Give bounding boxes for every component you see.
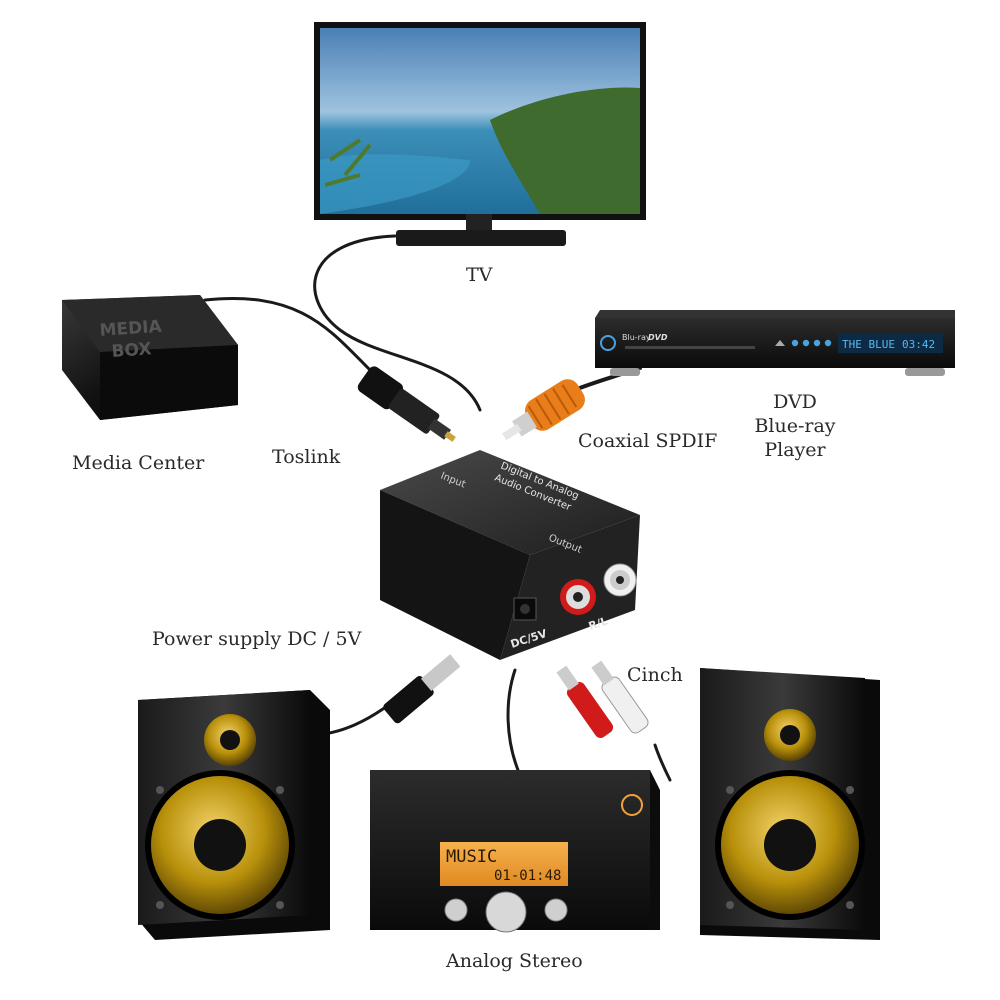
converter: Digital to Analog Audio Converter Input … — [380, 450, 640, 660]
dvd-button-2 — [802, 339, 810, 347]
stereo-display-bottom: 01-01:48 — [494, 868, 561, 884]
dvd-logo-bluray: Blu-ray — [622, 333, 651, 342]
label-dvd-line3: Player — [764, 438, 826, 461]
dvd-button-4 — [824, 339, 832, 347]
dvd-player: Blu-ray DVD THE BLUE 03:42 — [595, 310, 955, 376]
media-box-print-line2: BOX — [111, 339, 152, 362]
speaker-left — [138, 690, 330, 940]
tv-stand-base — [396, 230, 566, 246]
cinch-cable — [653, 743, 672, 782]
dvd-power-button-icon — [600, 335, 616, 351]
label-toslink: Toslink — [272, 446, 341, 468]
analog-stereo-unit: MUSIC 01-01:48 — [370, 770, 660, 933]
tv-to-converter-cable — [313, 234, 482, 412]
tv-screen-land — [490, 87, 640, 214]
tv — [314, 22, 646, 246]
label-dvd-line1: DVD — [773, 391, 817, 413]
stereo-cable — [506, 668, 522, 777]
speaker-right — [700, 668, 880, 940]
dvd-button-3 — [813, 339, 821, 347]
label-media-center: Media Center — [72, 452, 205, 474]
label-cinch: Cinch — [627, 664, 683, 686]
cinch-plugs — [556, 660, 649, 738]
label-analog-stereo: Analog Stereo — [446, 950, 583, 972]
coaxial-connector — [501, 379, 585, 441]
stereo-knob-center — [485, 891, 527, 933]
dvd-display — [838, 333, 943, 353]
label-dvd-line2: Blue-ray — [754, 414, 836, 437]
dvd-tray — [625, 346, 755, 349]
dvd-foot-left — [610, 368, 640, 376]
power-plug — [383, 654, 461, 724]
dvd-button-1 — [791, 339, 799, 347]
converter-rl-label: R/L — [587, 614, 610, 632]
dvd-foot-right — [905, 368, 945, 376]
stereo-logo-icon — [621, 794, 643, 816]
stereo-knob-right — [544, 898, 568, 922]
label-tv: TV — [466, 264, 493, 286]
dvd-eject-icon — [775, 340, 785, 346]
label-coaxial-spdif: Coaxial SPDIF — [578, 430, 718, 452]
stereo-knob-left — [444, 898, 468, 922]
dvd-display-left: THE BLUE — [842, 338, 895, 351]
label-power-supply: Power supply DC / 5V — [152, 628, 362, 650]
converter-left-side — [380, 490, 530, 660]
media-box-print-line1: MEDIA — [99, 317, 163, 341]
toslink-connector — [357, 366, 456, 442]
mediabox-to-toslink-cable — [203, 297, 372, 372]
label-dvd-player: DVD Blue-ray Player — [745, 391, 845, 462]
stereo-display — [440, 842, 568, 886]
converter-top — [380, 450, 640, 555]
stereo-display-top: MUSIC — [446, 847, 497, 867]
dvd-logo-dvd: DVD — [648, 333, 668, 342]
dvd-display-right: 03:42 — [902, 338, 935, 351]
media-box: MEDIA BOX — [62, 295, 238, 420]
